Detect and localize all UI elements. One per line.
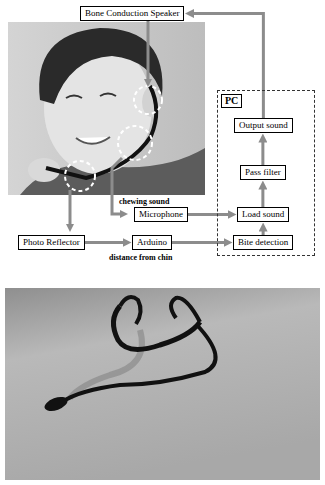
flow-arrow	[172, 241, 228, 244]
pc-group: PC Output soundPass filterLoad soundBite …	[217, 90, 315, 256]
process-box: Bone Conduction Speaker	[80, 6, 184, 21]
eye	[66, 96, 82, 99]
ear-hook	[120, 297, 141, 324]
box-text: Bite detection	[238, 237, 288, 248]
flow-arrow	[262, 227, 265, 235]
process-box: Bite detection	[233, 235, 293, 250]
box-text: Load sound	[242, 209, 284, 220]
flow-arrow	[261, 138, 264, 165]
highlight-circle	[65, 161, 95, 191]
group-heading: PC	[221, 94, 242, 108]
highlight-circle	[118, 126, 152, 160]
flow-arrow	[85, 241, 127, 244]
flow-arrow	[261, 185, 264, 207]
process-box: Output sound	[234, 118, 293, 133]
leader-arrow	[69, 190, 72, 228]
device-box: Arduino	[132, 235, 172, 250]
process-box: Load sound	[237, 207, 289, 222]
headband	[113, 306, 200, 349]
cable	[62, 324, 216, 402]
process-box: Pass filter	[240, 165, 286, 180]
smile	[76, 137, 110, 144]
box-text: Arduino	[137, 237, 167, 248]
highlight-circle	[134, 86, 162, 114]
headset-cable	[46, 86, 156, 178]
flow-arrow	[189, 14, 263, 119]
box-text: Microphone	[139, 209, 183, 220]
box-text: Bone Conduction Speaker	[85, 8, 179, 19]
signal-label: chewing sound	[118, 197, 170, 207]
box-text: Pass filter	[245, 167, 281, 178]
eye	[100, 94, 116, 97]
flow-arrow	[188, 213, 232, 216]
microphone-tip	[43, 394, 70, 413]
hair	[39, 28, 162, 104]
box-text: Output sound	[239, 120, 288, 131]
ear-hook	[171, 298, 200, 322]
device-box: Microphone	[134, 207, 188, 222]
device-box: Photo Reflector	[18, 235, 85, 250]
edge-label: distance from chin	[108, 253, 173, 263]
device-photo	[5, 288, 320, 480]
leader-arrow	[147, 21, 150, 83]
person-photo	[8, 22, 205, 195]
box-text: Photo Reflector	[23, 237, 80, 248]
